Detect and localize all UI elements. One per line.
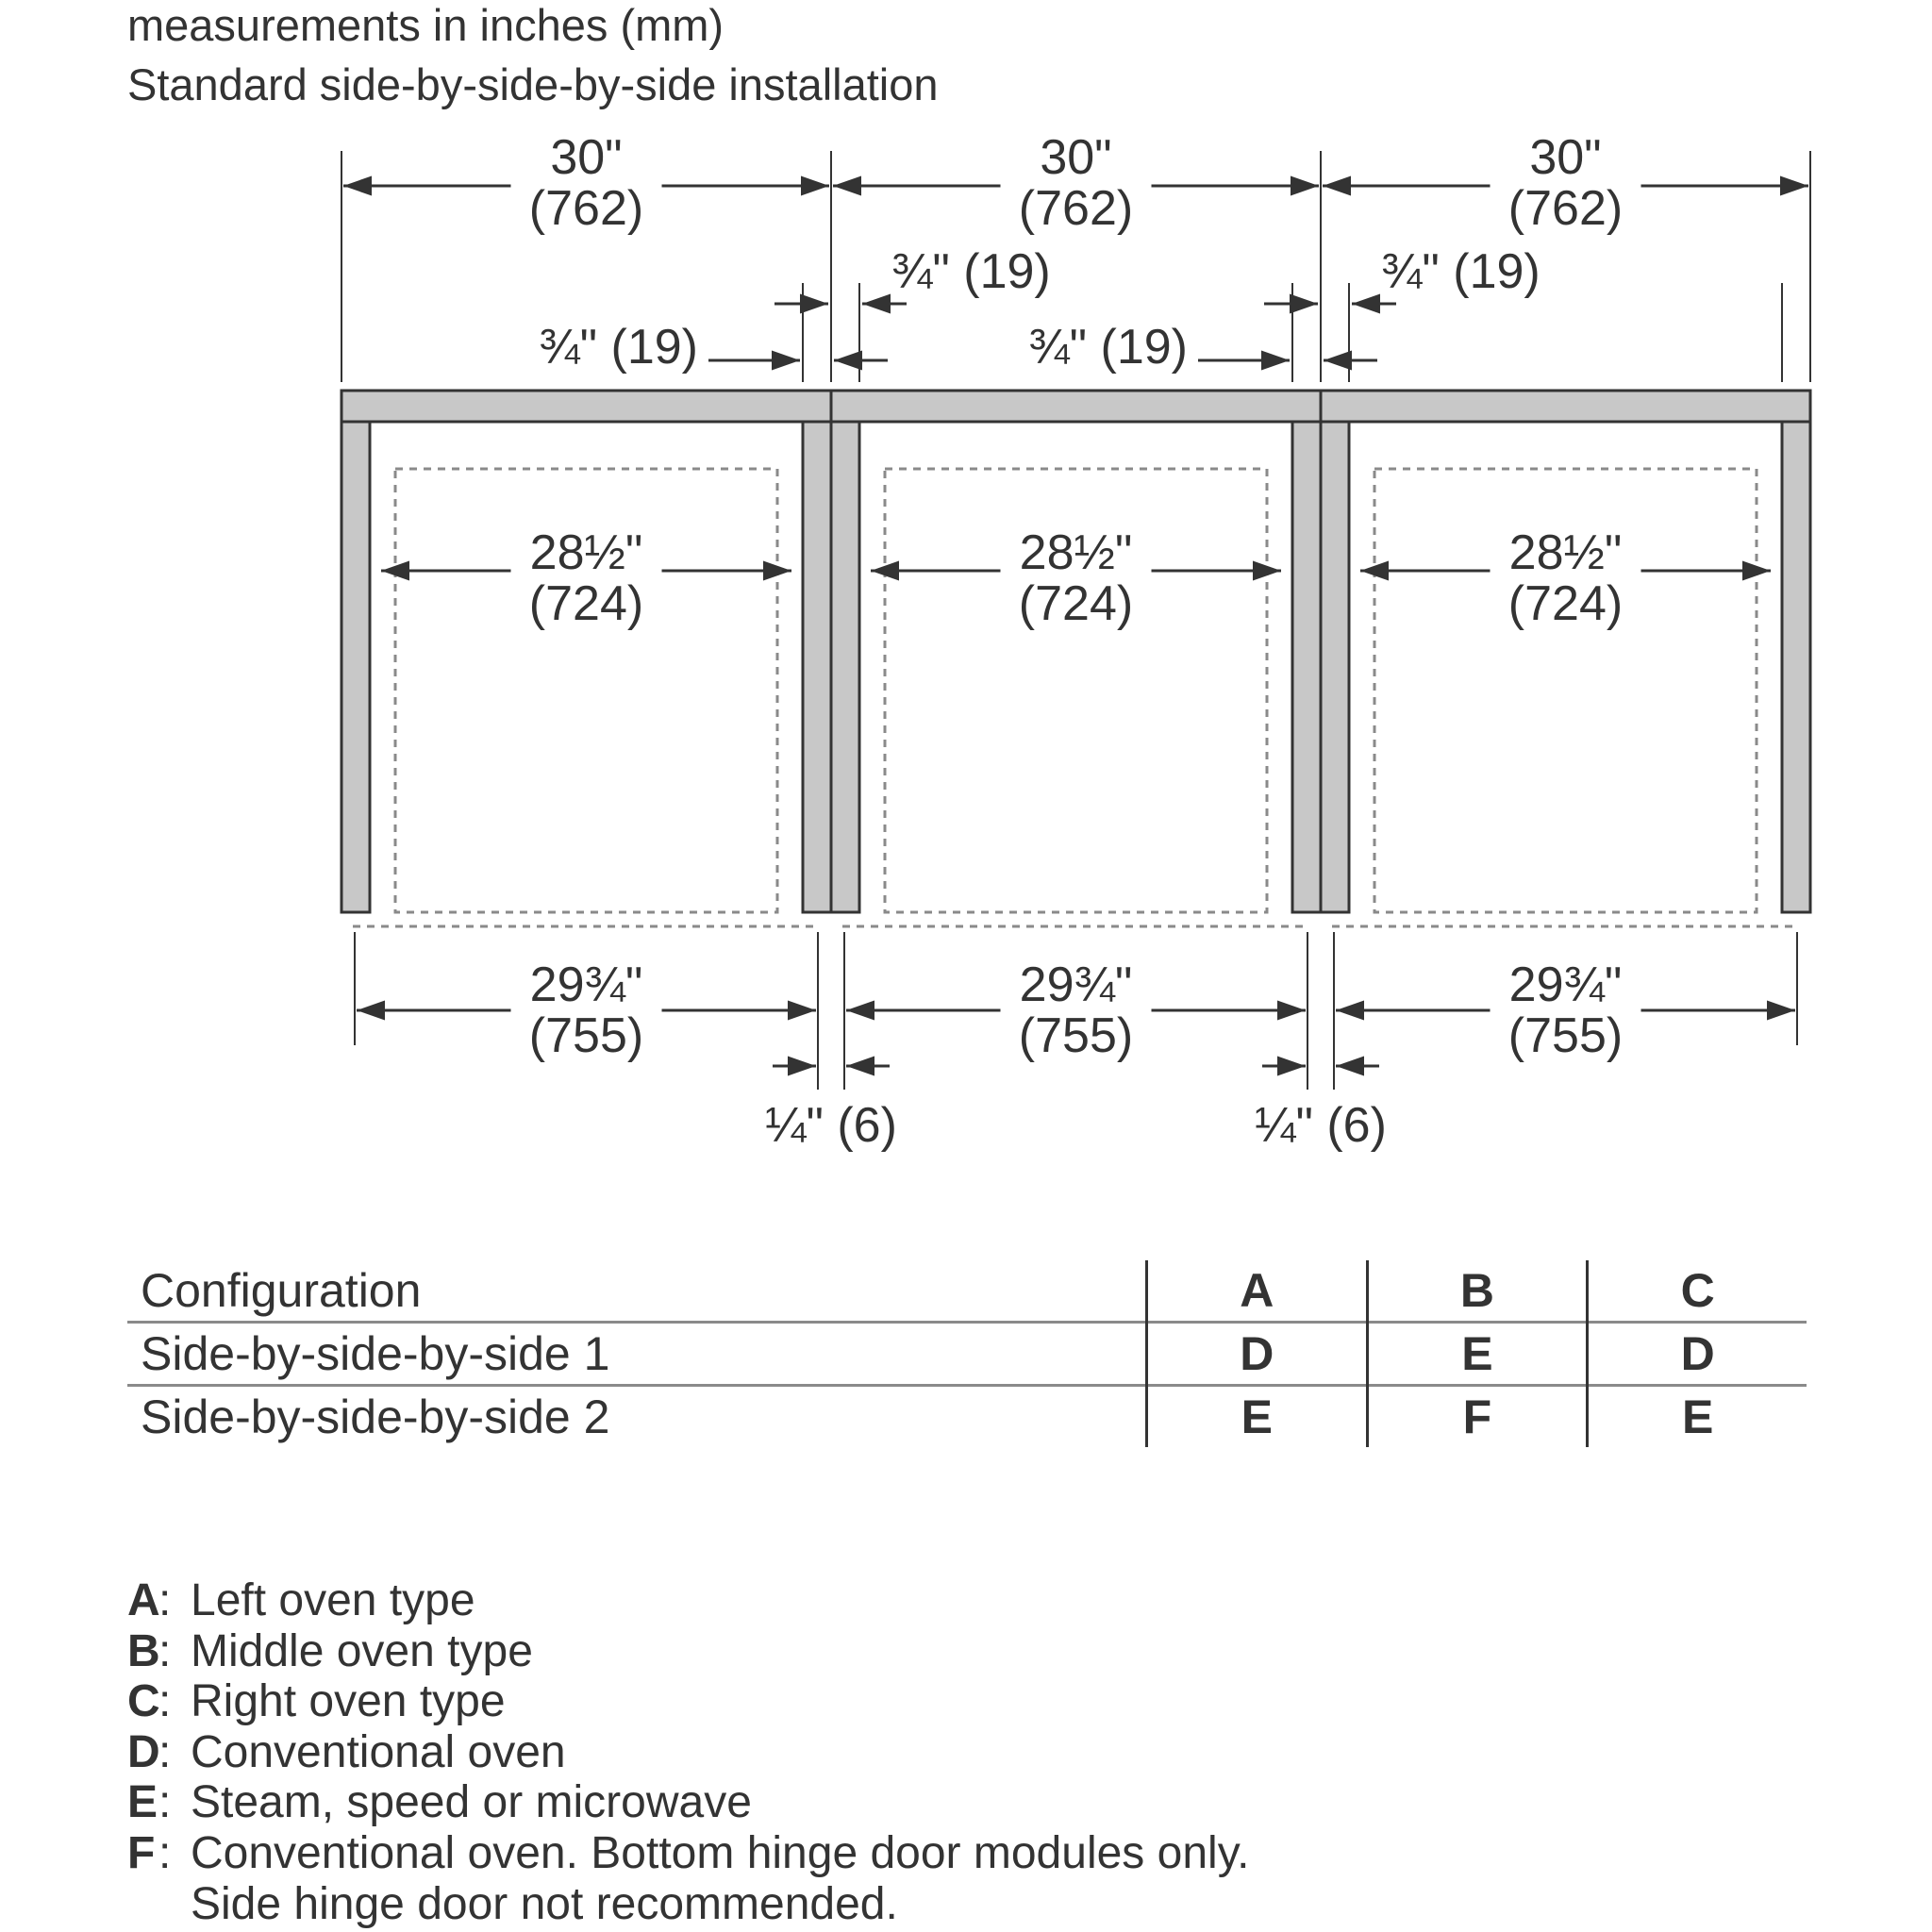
legend-spacer [158,1879,191,1930]
legend-colon: : [158,1777,172,1828]
inner-width-mm: (724) [1019,576,1133,631]
legend-colon: : [158,1676,172,1727]
row-label: Side-by-side-by-side 1 [127,1321,1147,1386]
row-value-b: E [1365,1321,1588,1386]
row-value-a: D [1144,1321,1368,1386]
legend-key [127,1879,158,1930]
row-value-c: E [1586,1384,1807,1447]
gap-dimension: ¼" (6) [1255,1045,1387,1153]
side-panel-thickness-label: ¾" (19) [891,244,1051,299]
top-trim-panel [340,389,833,424]
left-side-panel [1319,420,1351,914]
legend-text: Right oven type [191,1676,506,1727]
legend-text: Side hinge door not recommended. [191,1878,898,1929]
legend-item: B: Middle oven type [127,1626,1249,1677]
legend-item: A: Left oven type [127,1575,1249,1626]
installation-title: Standard side-by-side-by-side installati… [127,59,939,109]
legend-key: D [127,1726,160,1777]
row-value-a: E [1144,1384,1368,1447]
table-header-b: B [1365,1260,1588,1323]
legend-key: C [127,1676,160,1727]
installation-diagram: 30"(762)28½"(724)29¾"(755)¾" (19)¾" (19)… [340,130,1812,1153]
side-panel-thickness-label: ¾" (19) [1381,244,1541,299]
legend-colon: : [158,1827,172,1878]
oven-module: 30"(762) 28½"(724) 29¾"(755) [1319,130,1812,1063]
legend-colon: : [158,1726,172,1777]
gap-label: ¼" (6) [1255,1098,1387,1153]
table-row: Side-by-side-by-side 2 E F E [127,1384,1807,1447]
gap-dimension: ¼" (6) [765,1045,897,1153]
gap-label: ¼" (6) [765,1098,897,1153]
bottom-width-mm: (755) [529,1008,643,1063]
legend: A: Left oven type B: Middle oven type C: Ri… [127,1575,1249,1929]
module-group: 30"(762)28½"(724)29¾"(755)¾" (19)¾" (19)… [340,130,1812,1063]
legend-item: D: Conventional oven [127,1727,1249,1778]
table-header-c: C [1586,1260,1807,1323]
oven-module: 30"(762) 28½"(724) 29¾"(755) ¾" (19) ¾" (19) [829,130,1541,1063]
table-header-a: A [1144,1260,1368,1323]
bottom-width-mm: (755) [1508,1008,1623,1063]
legend-text: Left oven type [191,1575,475,1625]
legend-key: A [127,1575,160,1625]
inner-width-mm: (724) [1508,576,1623,631]
oven-module: 30"(762) 28½"(724) 29¾"(755) ¾" (19) ¾" (19) [340,130,1051,1063]
row-label: Side-by-side-by-side 2 [127,1384,1147,1447]
legend-key: B [127,1625,160,1676]
legend-key: F [127,1827,156,1878]
row-value-b: F [1365,1384,1588,1447]
inner-width-inches: 28½" [1020,525,1133,580]
overall-width-mm: (762) [1019,181,1133,236]
left-side-panel [340,420,372,914]
legend-item: C: Right oven type [127,1676,1249,1727]
left-side-panel [829,420,861,914]
right-side-panel [1780,420,1812,914]
bottom-width-inches: 29¾" [530,958,643,1012]
legend-text: Conventional oven. Bottom hinge door mod… [191,1827,1250,1878]
legend-text: Conventional oven [191,1726,566,1777]
legend-text: Steam, speed or microwave [191,1777,752,1828]
inner-width-mm: (724) [529,576,643,631]
top-trim-panel [1319,389,1812,424]
table-row: Side-by-side-by-side 1 D E D [127,1321,1807,1386]
overall-width-mm: (762) [1508,181,1623,236]
legend-item: Side hinge door not recommended. [127,1879,1249,1930]
side-panel-thickness-label: ¾" (19) [1028,320,1188,375]
overall-width-inches: 30" [550,130,622,185]
legend-key: E [127,1777,158,1828]
legend-colon: : [158,1625,172,1676]
overall-width-inches: 30" [1040,130,1111,185]
oven-outline [883,467,1269,914]
oven-outline [1373,467,1758,914]
legend-colon: : [158,1575,172,1625]
row-value-c: D [1586,1321,1807,1386]
table-header-row: Configuration A B C [127,1260,1807,1323]
bottom-width-inches: 29¾" [1020,958,1133,1012]
bottom-width-mm: (755) [1019,1008,1133,1063]
bottom-width-inches: 29¾" [1509,958,1623,1012]
inner-width-inches: 28½" [1509,525,1623,580]
right-side-panel [1291,420,1323,914]
measurement-units-note: measurements in inches (mm) [127,0,724,50]
table-header-configuration: Configuration [141,1264,422,1317]
right-side-panel [801,420,833,914]
legend-item: F: Conventional oven. Bottom hinge door m… [127,1828,1249,1879]
legend-item: E: Steam, speed or microwave [127,1777,1249,1828]
top-trim-panel [829,389,1323,424]
inner-width-inches: 28½" [530,525,643,580]
configuration-table: Configuration A B C Side-by-side-by-side… [127,1260,1807,1447]
gap-dimension-group: ¼" (6) ¼" (6) [765,1045,1387,1153]
overall-width-mm: (762) [529,181,643,236]
side-panel-thickness-label: ¾" (19) [539,320,698,375]
overall-width-inches: 30" [1529,130,1601,185]
oven-outline [393,467,779,914]
legend-text: Middle oven type [191,1625,533,1676]
